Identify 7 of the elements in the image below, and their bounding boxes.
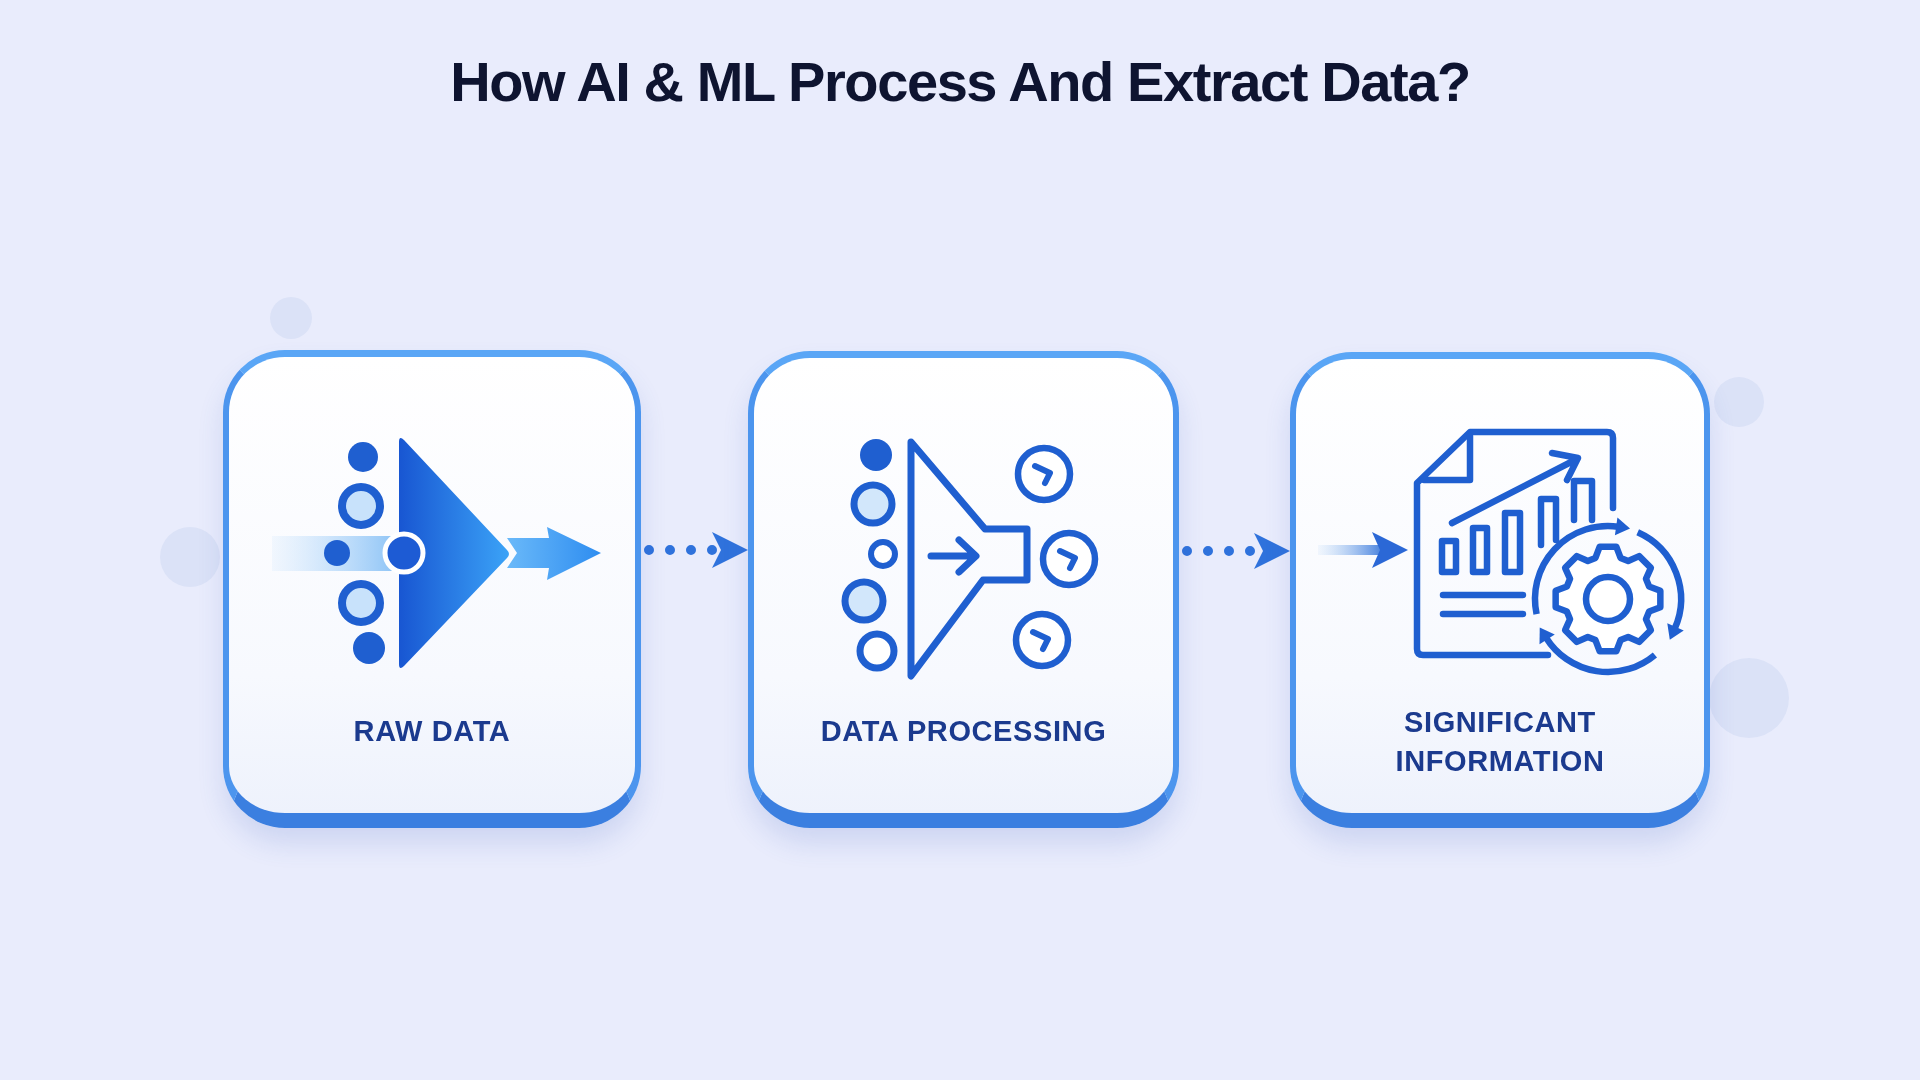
card-label: RAW DATA: [353, 713, 511, 749]
card-label: SIGNIFICANT INFORMATION: [1394, 705, 1606, 779]
card-label: DATA PROCESSING: [820, 713, 1107, 749]
process-card: [223, 350, 641, 828]
process-card: [748, 351, 1179, 828]
process-card: [1290, 352, 1710, 828]
diagram-title: How AI & ML Process And Extract Data?: [450, 49, 1470, 115]
